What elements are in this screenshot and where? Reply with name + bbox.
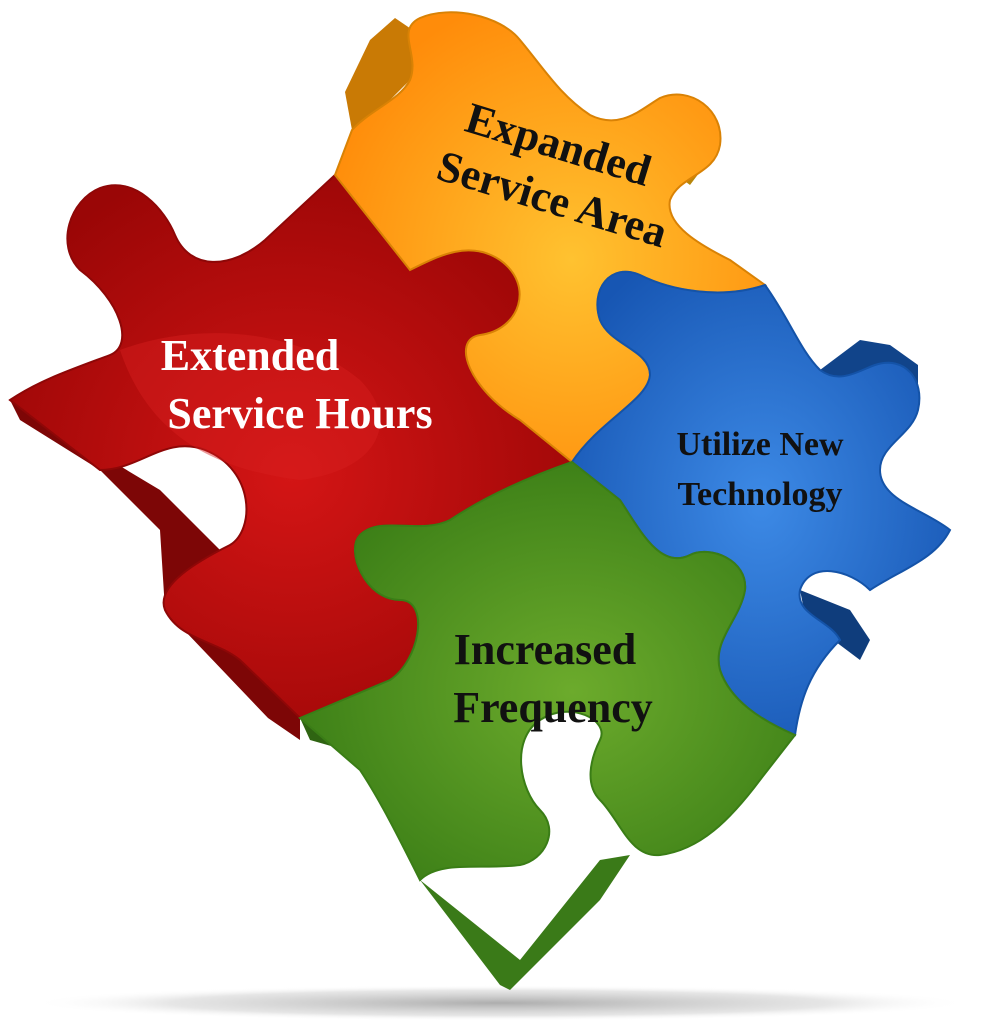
piece-green	[298, 460, 797, 990]
extended-service-hours-line-2: Service Hours	[167, 389, 432, 438]
increased-frequency-line-1: Increased	[454, 625, 637, 674]
ground-shadow	[30, 985, 970, 1021]
increased-frequency-line-2: Frequency	[453, 683, 653, 732]
extended-service-hours-line-1: Extended	[161, 331, 339, 380]
utilize-new-technology-line-1: Utilize New	[676, 426, 844, 463]
piece-red-side	[10, 400, 300, 740]
piece-blue-side-bottom	[800, 590, 870, 660]
piece-green-face	[298, 460, 797, 882]
piece-orange	[333, 11, 768, 464]
utilize-new-technology-line-2: Technology	[677, 476, 842, 513]
piece-green-side-bottom	[420, 855, 630, 990]
piece-red	[8, 173, 575, 740]
piece-blue	[570, 270, 952, 737]
piece-orange-side	[345, 18, 420, 130]
piece-red-highlight	[120, 333, 380, 480]
piece-orange-face	[333, 11, 768, 464]
